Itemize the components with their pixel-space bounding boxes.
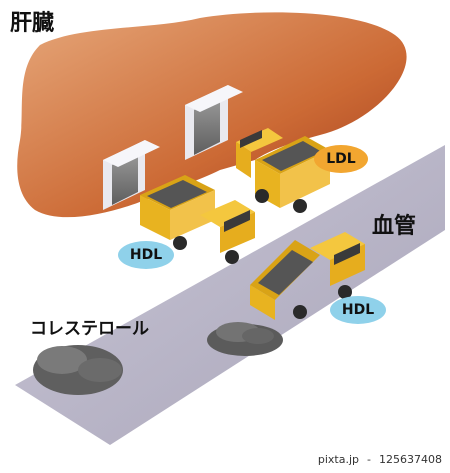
truck-hdl-left bbox=[140, 175, 255, 264]
cholesterol-pile bbox=[33, 345, 123, 395]
truck-ldl bbox=[236, 128, 330, 213]
hdl-badge-left: HDL bbox=[118, 241, 174, 269]
liver-exit-door-left bbox=[103, 140, 160, 210]
ldl-badge: LDL bbox=[314, 145, 368, 173]
footer-site: pixta.jp bbox=[317, 452, 360, 466]
blood-vessel-label: 血管 bbox=[372, 214, 417, 239]
liver-label: 肝臓 bbox=[10, 11, 55, 36]
cholesterol-label: コレステロール bbox=[30, 319, 149, 339]
footer-id: 125637408 bbox=[379, 452, 442, 466]
footer: pixta.jp - 125637408 bbox=[0, 449, 450, 469]
truck-hdl-right bbox=[250, 232, 365, 320]
hdl-badge-right: HDL bbox=[330, 296, 386, 324]
cholesterol-pile-dumped bbox=[207, 322, 283, 356]
liver-exit-door-right bbox=[185, 85, 243, 160]
footer-separator: - bbox=[367, 452, 371, 466]
